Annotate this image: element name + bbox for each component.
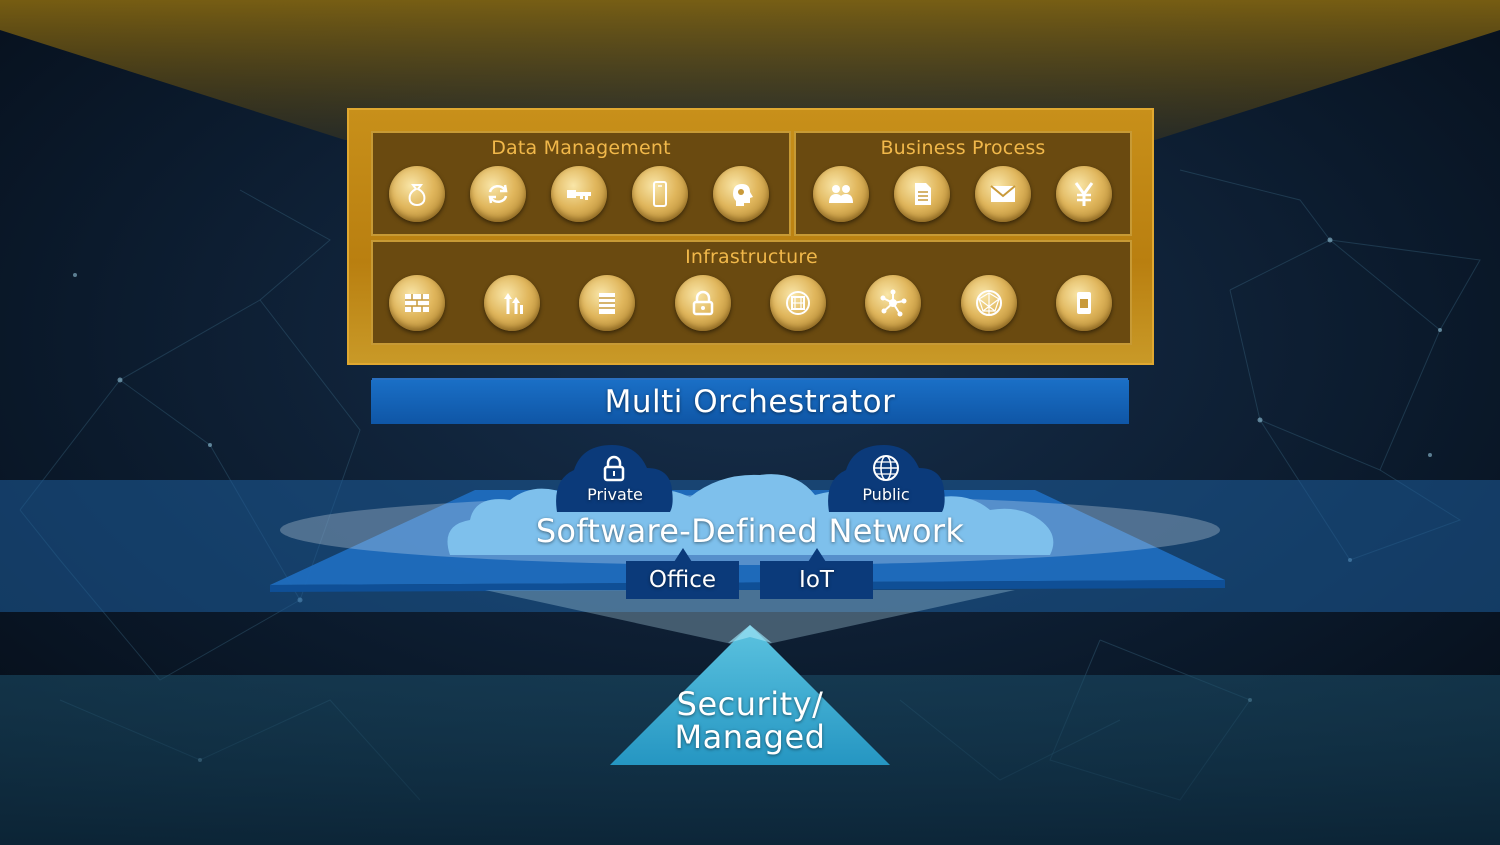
money-bag-icon — [389, 166, 445, 222]
public-cloud-badge — [828, 445, 945, 512]
people-icon — [813, 166, 869, 222]
network-hub-icon — [865, 275, 921, 331]
multi-orchestrator-bar: Multi Orchestrator — [371, 380, 1129, 424]
chip-globe-icon — [770, 275, 826, 331]
lock-icon — [603, 455, 625, 482]
data-management-title: Data Management — [491, 137, 671, 159]
globe-icon — [873, 455, 899, 481]
infrastructure-title: Infrastructure — [685, 246, 818, 268]
iot-tag: IoT — [760, 561, 873, 599]
lock-icon — [675, 275, 731, 331]
iot-tag-pointer — [808, 548, 826, 562]
brain-head-icon — [713, 166, 769, 222]
sim-card-icon — [1056, 275, 1112, 331]
envelope-icon — [975, 166, 1031, 222]
upload-arrows-icon — [484, 275, 540, 331]
yen-icon — [1056, 166, 1112, 222]
firewall-icon — [389, 275, 445, 331]
globe-sphere-icon — [961, 275, 1017, 331]
sdn-title: Software-Defined Network — [535, 512, 965, 550]
office-tag-pointer — [674, 548, 692, 562]
business-process-title: Business Process — [880, 137, 1046, 159]
office-tag: Office — [626, 561, 739, 599]
multi-orchestrator-label: Multi Orchestrator — [604, 384, 896, 420]
document-icon — [894, 166, 950, 222]
public-label: Public — [862, 485, 910, 504]
key-icon — [551, 166, 607, 222]
server-rack-icon — [579, 275, 635, 331]
security-line1: Security/ — [676, 685, 824, 723]
iot-label: IoT — [799, 567, 834, 593]
private-label: Private — [587, 485, 643, 504]
private-cloud-badge — [556, 445, 673, 512]
sync-arrows-icon — [470, 166, 526, 222]
security-line2: Managed — [674, 718, 826, 756]
office-label: Office — [648, 567, 717, 593]
mobile-device-icon — [632, 166, 688, 222]
security-pyramid — [610, 625, 890, 765]
